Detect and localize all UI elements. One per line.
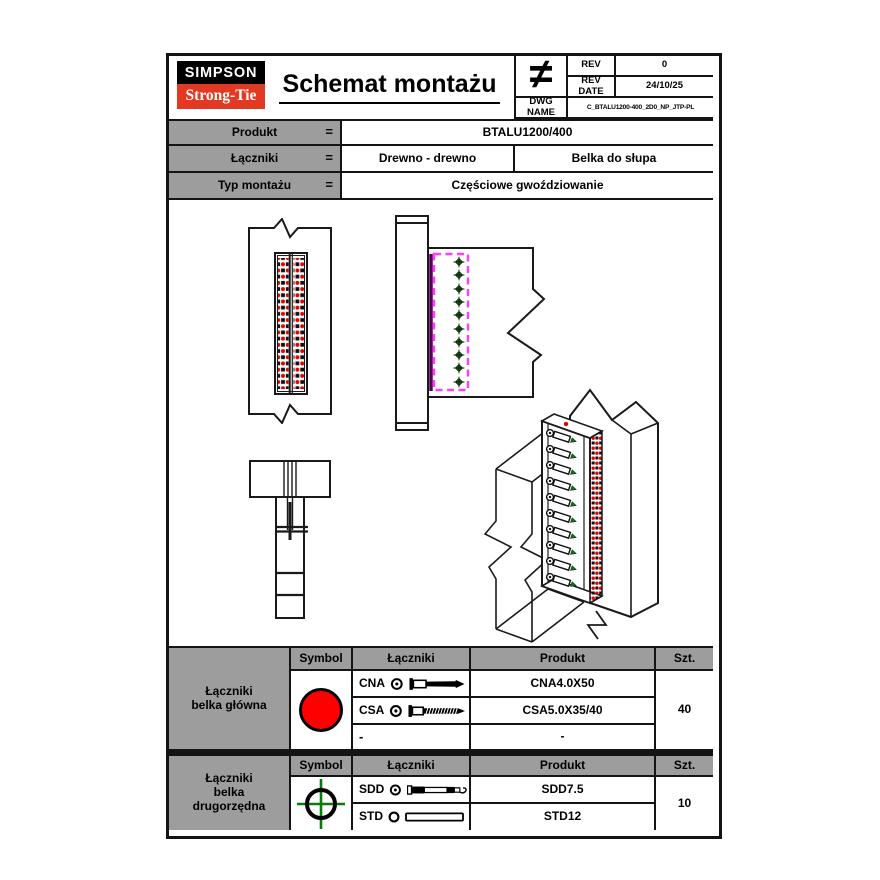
fasteners-label: Łączniki (230, 150, 279, 165)
page-title: Schemat montażu (278, 70, 501, 104)
product-cna: CNA4.0X50 (471, 671, 654, 696)
col-symbol-header: Symbol (291, 756, 351, 775)
rev-label: REV (568, 56, 614, 75)
secondary-fastener-table: Łączniki belka drugorzędna Symbol Łączni… (169, 754, 713, 830)
target-dot-marker-icon (390, 783, 402, 796)
fasteners-value-1: Drewno - drewno (342, 146, 513, 171)
nail-pattern-left (278, 258, 289, 389)
product-info-table: Produkt = BTALU1200/400 Łączniki = Drewn… (169, 119, 713, 200)
col-fasteners-header: Łączniki (353, 756, 469, 775)
dwg-name-label: DWG NAME (516, 96, 566, 117)
product-sdd: SDD7.5 (471, 777, 654, 802)
fastener-row-std: STD (353, 804, 469, 830)
fastener-code: SDD (359, 781, 385, 796)
main-symbol-cell (291, 671, 351, 749)
fastener-row-csa: CSA (353, 698, 469, 723)
beam-plan-outline (275, 496, 305, 619)
isometric-view-drawing (484, 388, 659, 643)
secondary-qty-cell: 10 (656, 777, 713, 830)
post-side-outline (395, 215, 429, 431)
product-label: Produkt (231, 124, 278, 139)
main-group-label: Łączniki belka główna (169, 648, 289, 749)
col-product-header: Produkt (471, 756, 654, 775)
title-area: Schemat montażu (265, 56, 514, 117)
col-fasteners-header: Łączniki (353, 648, 469, 669)
logo-simpson-text: SIMPSON (177, 61, 265, 84)
nail-icon (409, 677, 465, 690)
iso-nail-strip (589, 429, 603, 605)
equals-sign: = (325, 177, 333, 193)
drawing-sheet: SIMPSON Strong-Tie Schemat montażu ≠ REV… (166, 53, 722, 839)
product-std: STD12 (471, 804, 654, 830)
fastener-row-sdd: SDD (353, 777, 469, 802)
top-view-drawing (249, 460, 331, 619)
product-csa: CSA5.0X35/40 (471, 698, 654, 723)
hidden-connector-outline (432, 252, 470, 392)
secondary-symbol-cell (291, 777, 351, 830)
fastener-code: CNA (359, 675, 385, 690)
nail-pattern-right (293, 258, 304, 389)
target-dot-marker-icon (390, 677, 403, 690)
col-qty-header: Szt. (656, 756, 713, 775)
equals-sign: = (325, 150, 333, 166)
mount-type-label-cell: Typ montażu = (169, 173, 340, 198)
mount-type-value: Częściowe gwoździowanie (342, 173, 713, 198)
crosshair-symbol (297, 778, 345, 829)
front-view-drawing (248, 218, 332, 424)
main-fastener-table: Łączniki belka główna Symbol Łączniki Pr… (169, 646, 713, 751)
product-empty: - (471, 725, 654, 749)
dwg-name-value: C_BTALU1200-400_2D0_NP_JTP-PL (568, 98, 713, 117)
target-dot-marker-icon (390, 704, 403, 717)
fastener-row-cna: CNA (353, 671, 469, 696)
open-circle-marker-icon (388, 811, 400, 823)
revision-block: ≠ REV 0 REV DATE 24/10/25 DWG NAME C_BTA… (514, 53, 713, 119)
red-circle-symbol (299, 688, 343, 732)
equals-sign: = (325, 124, 333, 140)
fastener-row-empty: - (353, 725, 469, 749)
product-label-cell: Produkt = (169, 121, 340, 144)
smooth-dowel-icon (405, 812, 464, 822)
product-value: BTALU1200/400 (342, 121, 713, 144)
post-plan-outline (249, 460, 331, 498)
fasteners-label-cell: Łączniki = (169, 146, 340, 171)
rev-date-value: 24/10/25 (616, 77, 713, 96)
dowel-screw-icon (407, 784, 467, 795)
rev-date-label: REV DATE (568, 75, 614, 96)
simpson-strongtie-logo: SIMPSON Strong-Tie (177, 61, 265, 109)
main-qty-cell: 40 (656, 671, 713, 749)
mount-type-label: Typ montażu (217, 177, 292, 192)
screw-plan-marker (276, 502, 308, 597)
fastener-code: - (359, 728, 364, 744)
fasteners-value-2: Belka do słupa (515, 146, 713, 171)
beam-outline (427, 247, 546, 398)
rev-value: 0 (616, 56, 713, 75)
secondary-group-label: Łączniki belka drugorzędna (169, 756, 289, 830)
col-product-header: Produkt (471, 648, 654, 669)
col-symbol-header: Symbol (291, 648, 351, 669)
logo-strongtie-text: Strong-Tie (177, 84, 265, 109)
fastener-code: CSA (359, 702, 385, 717)
col-qty-header: Szt. (656, 648, 713, 669)
table-separator (169, 751, 713, 754)
wood-screw-icon (408, 704, 466, 717)
fastener-code: STD (359, 809, 383, 824)
side-view-drawing (395, 215, 546, 431)
not-equal-symbol: ≠ (516, 53, 566, 96)
